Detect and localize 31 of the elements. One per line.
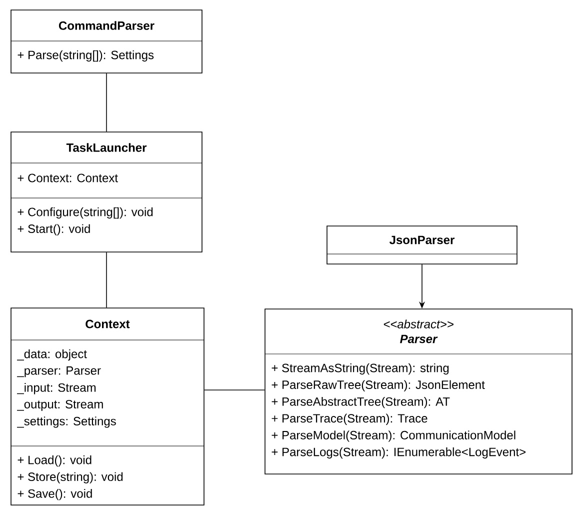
attribute-text: _parser: Parser <box>17 366 101 378</box>
association-line <box>106 252 107 308</box>
class-box <box>326 226 518 264</box>
method-text: + ParseAbstractTree(Stream): AT <box>272 397 450 408</box>
method-text: + Load(): void <box>18 455 92 467</box>
method-text: + ParseRawTree(Stream): JsonElement <box>272 380 485 392</box>
attribute-text: + Context: Context <box>18 174 118 182</box>
method-text: + Configure(string[]): void <box>18 207 153 219</box>
class-name: Context <box>86 320 130 328</box>
class-name: TaskLauncher <box>66 143 147 152</box>
class-box <box>264 308 572 474</box>
method-text: + ParseTrace(Stream): Trace <box>272 414 428 425</box>
class-name: JsonParser <box>390 236 454 244</box>
association-line <box>106 73 107 132</box>
class-box <box>10 10 202 74</box>
class-box <box>10 132 202 252</box>
method-text: + ParseModel(Stream): CommunicationModel <box>272 430 516 442</box>
method-text: + Save(): void <box>18 489 92 500</box>
method-text: + ParseLogs(Stream): IEnumerable<LogEvent> <box>272 447 526 459</box>
class-box <box>10 308 204 506</box>
attribute-text: _settings: Settings <box>17 416 116 428</box>
method-text: + Store(string): void <box>18 472 123 484</box>
attribute-text: _input: Stream <box>17 383 96 394</box>
attribute-text: _output: Stream <box>17 400 103 411</box>
stereotype-text: <<abstract>> <box>384 320 454 328</box>
method-text: + Start(): void <box>18 224 90 236</box>
method-text: + StreamAsString(Stream): string <box>272 363 449 375</box>
class-name: Parser <box>400 334 438 344</box>
method-text: + Parse(string[]): Settings <box>18 50 154 62</box>
class-name: CommandParser <box>58 21 154 30</box>
attribute-text: _data: object <box>17 349 87 361</box>
